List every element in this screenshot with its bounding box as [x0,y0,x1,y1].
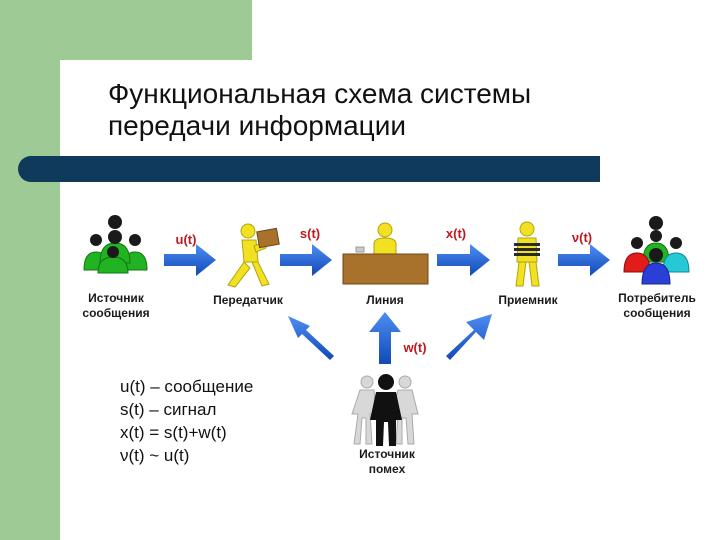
source-label-line-1: Источник [88,291,145,305]
signal-u-label: u(t) [176,232,197,247]
source-label-line-2: сообщения [82,306,149,320]
arrow-line-to-receiver [437,244,490,276]
noise-source-people-icon [351,374,419,446]
noise-source-label-line-2: помех [369,462,406,476]
receiver-person-icon [514,221,540,287]
noise-source-label-line-1: Источник [359,447,416,461]
arrow-noise-to-transmitter [288,316,334,360]
consumer-people-icon [623,216,690,285]
title-line-2: передачи информации [108,110,406,141]
line-label: Линия [366,293,403,307]
signal-x-label: x(t) [446,226,466,241]
arrow-transmitter-to-line [280,244,332,276]
page-title: Функциональная схема системы передачи ин… [108,78,531,142]
legend-item-output: ν(t) ~ u(t) [120,446,190,465]
receiver-label: Приемник [498,293,558,307]
transmitter-person-icon [227,223,280,288]
slide-card [60,60,720,540]
background-accent-top [0,0,252,60]
legend: u(t) – сообщение s(t) – сигнал x(t) = s(… [120,375,253,467]
legend-item-message: u(t) – сообщение [120,377,254,396]
signal-v-label: ν(t) [572,230,592,245]
title-divider-bar [18,156,600,182]
signal-w-label: w(t) [402,340,426,355]
signal-s-label: s(t) [300,226,320,241]
background-accent-left [0,0,60,540]
arrow-source-to-transmitter [164,244,216,276]
line-desk-icon [342,222,429,285]
arrow-receiver-to-consumer [558,244,610,276]
title-line-1: Функциональная схема системы [108,78,532,109]
consumer-label-line-1: Потребитель [618,291,696,305]
arrow-noise-to-line [369,312,401,364]
consumer-label-line-2: сообщения [623,306,690,320]
transmitter-label: Передатчик [213,293,284,307]
legend-item-received: x(t) = s(t)+w(t) [120,423,227,442]
arrow-noise-to-receiver [446,314,492,360]
source-people-icon [83,215,148,274]
legend-item-signal: s(t) – сигнал [120,400,217,419]
